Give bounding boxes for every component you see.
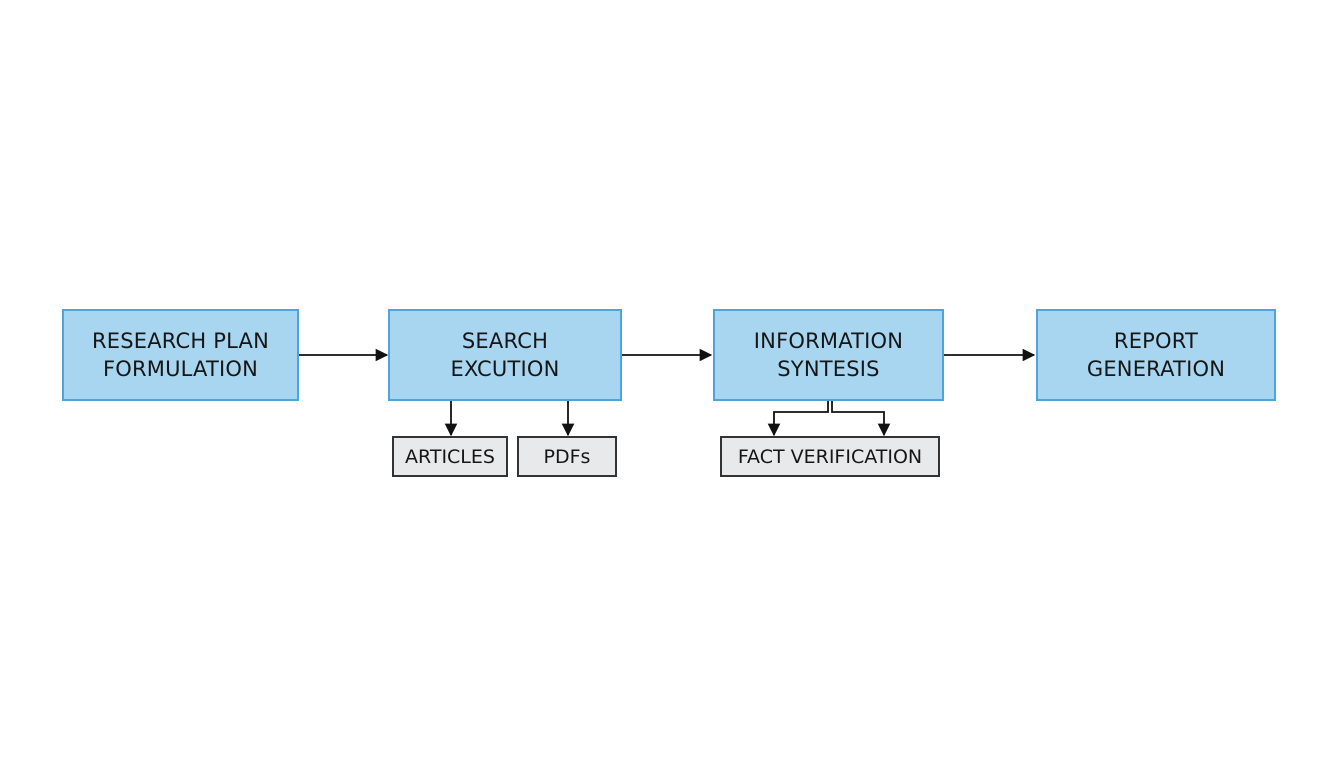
- output-articles-label: ARTICLES: [405, 445, 495, 468]
- stage-research-plan-line-2: FORMULATION: [102, 357, 259, 381]
- arrow-synthesis-to-fact-left: [767, 401, 829, 437]
- stage-report-generation-line-2: GENERATION: [1086, 357, 1226, 381]
- stage-report-generation-line-1: REPORT: [1113, 329, 1199, 353]
- stage-research-plan-line-1: RESEARCH PLAN: [91, 329, 270, 353]
- output-articles: ARTICLES: [392, 436, 508, 477]
- stage-search-execution-line-1: SEARCH: [461, 329, 549, 353]
- arrow-synthesis-to-fact-right: [831, 401, 891, 437]
- output-fact-verification: FACT VERIFICATION: [720, 436, 940, 477]
- output-fact-verification-label: FACT VERIFICATION: [737, 445, 923, 468]
- stage-information-synthesis-line-1: INFORMATION: [753, 329, 904, 353]
- output-pdfs: PDFs: [517, 436, 617, 477]
- stage-search-execution: SEARCH EXCUTION: [388, 309, 622, 401]
- stage-search-execution-line-2: EXCUTION: [450, 357, 560, 381]
- stage-information-synthesis-line-2: SYNTESIS: [777, 357, 880, 381]
- output-pdfs-label: PDFs: [543, 445, 591, 468]
- stage-information-synthesis: INFORMATION SYNTESIS: [713, 309, 944, 401]
- stage-report-generation: REPORT GENERATION: [1036, 309, 1276, 401]
- stage-research-plan: RESEARCH PLAN FORMULATION: [62, 309, 299, 401]
